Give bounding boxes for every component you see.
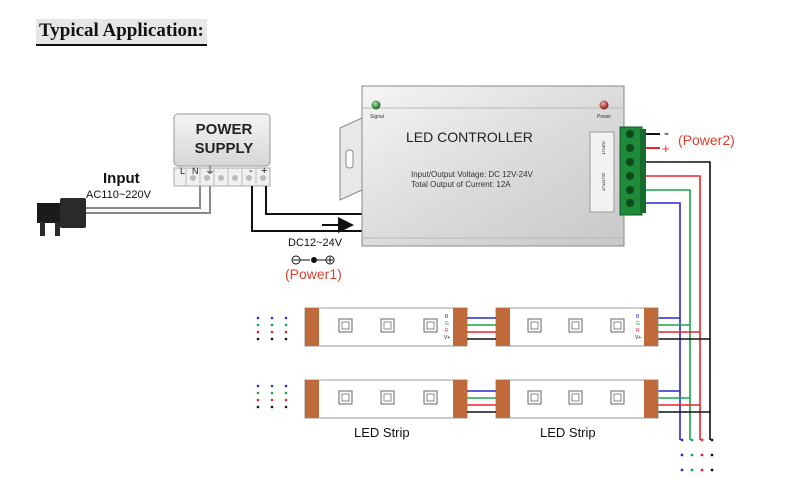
terminal-input-label: INPUT xyxy=(601,141,606,155)
power-supply-label-2: SUPPLY xyxy=(195,140,254,157)
dc-polarity-icon xyxy=(291,255,335,265)
power-supply-label-1: POWER xyxy=(196,121,253,138)
continuation-dots-left-2 xyxy=(256,384,288,409)
ac-plug-icon xyxy=(37,183,211,236)
continuation-dots-left-1 xyxy=(256,316,288,341)
svg-text:B: B xyxy=(636,314,640,320)
svg-text:G: G xyxy=(636,321,640,327)
input-voltage: AC110~220V xyxy=(86,189,152,201)
controller-name: LED CONTROLLER xyxy=(406,129,533,145)
power-led-icon xyxy=(599,100,609,110)
controller-spec-2: Total Output of Current: 12A xyxy=(411,180,511,189)
terminal-ground: ⏚ xyxy=(205,165,215,177)
dc-plus-wire xyxy=(265,186,362,215)
power-led-label: Power xyxy=(597,114,612,120)
power1-label: (Power1) xyxy=(285,266,342,282)
svg-text:R: R xyxy=(636,328,640,334)
signal-led-icon xyxy=(371,100,381,110)
terminal-plus: + xyxy=(261,165,267,177)
terminal-output-label: OUTPUT xyxy=(601,173,606,192)
led-controller: Signal Power LED CONTROLLER Input/Output… xyxy=(339,85,625,247)
input-label: Input xyxy=(103,170,140,187)
power2-minus: - xyxy=(664,125,669,142)
signal-led-label: Signal xyxy=(370,114,384,120)
terminal-n: N xyxy=(192,166,199,176)
svg-text:R: R xyxy=(445,328,449,334)
svg-text:G: G xyxy=(445,321,449,327)
power-supply: POWER SUPPLY L N ⏚ - + xyxy=(173,113,271,187)
led-strip-label-right: LED Strip xyxy=(540,425,596,440)
strip-link-wires-row1 xyxy=(467,317,496,340)
led-strip-row2-right xyxy=(495,379,659,419)
power1-voltage: DC12~24V xyxy=(288,237,343,249)
led-strip-row1-left xyxy=(304,307,468,347)
led-strip-row2-left xyxy=(304,379,468,419)
strip-pin-labels: B G R V+ B G R V+ xyxy=(444,314,641,341)
svg-text:B: B xyxy=(445,314,449,320)
terminal-minus: - xyxy=(249,165,253,177)
controller-terminal-block xyxy=(619,126,646,216)
svg-text:V+: V+ xyxy=(635,335,641,341)
dc-minus-wire xyxy=(251,186,362,232)
output-wires xyxy=(646,161,711,440)
terminal-l: L xyxy=(180,166,185,176)
strip-link-wires-row2 xyxy=(467,390,496,413)
led-strip-label-left: LED Strip xyxy=(354,425,410,440)
continuation-dots-bottom xyxy=(680,438,714,472)
controller-spec-1: Input/Output Voltage: DC 12V-24V xyxy=(411,170,534,179)
power2-label: (Power2) xyxy=(678,132,735,148)
page-title: Typical Application: xyxy=(36,19,207,46)
power2-plus: + xyxy=(662,141,670,156)
svg-text:V+: V+ xyxy=(444,335,450,341)
led-strip-row1-right xyxy=(495,307,659,347)
